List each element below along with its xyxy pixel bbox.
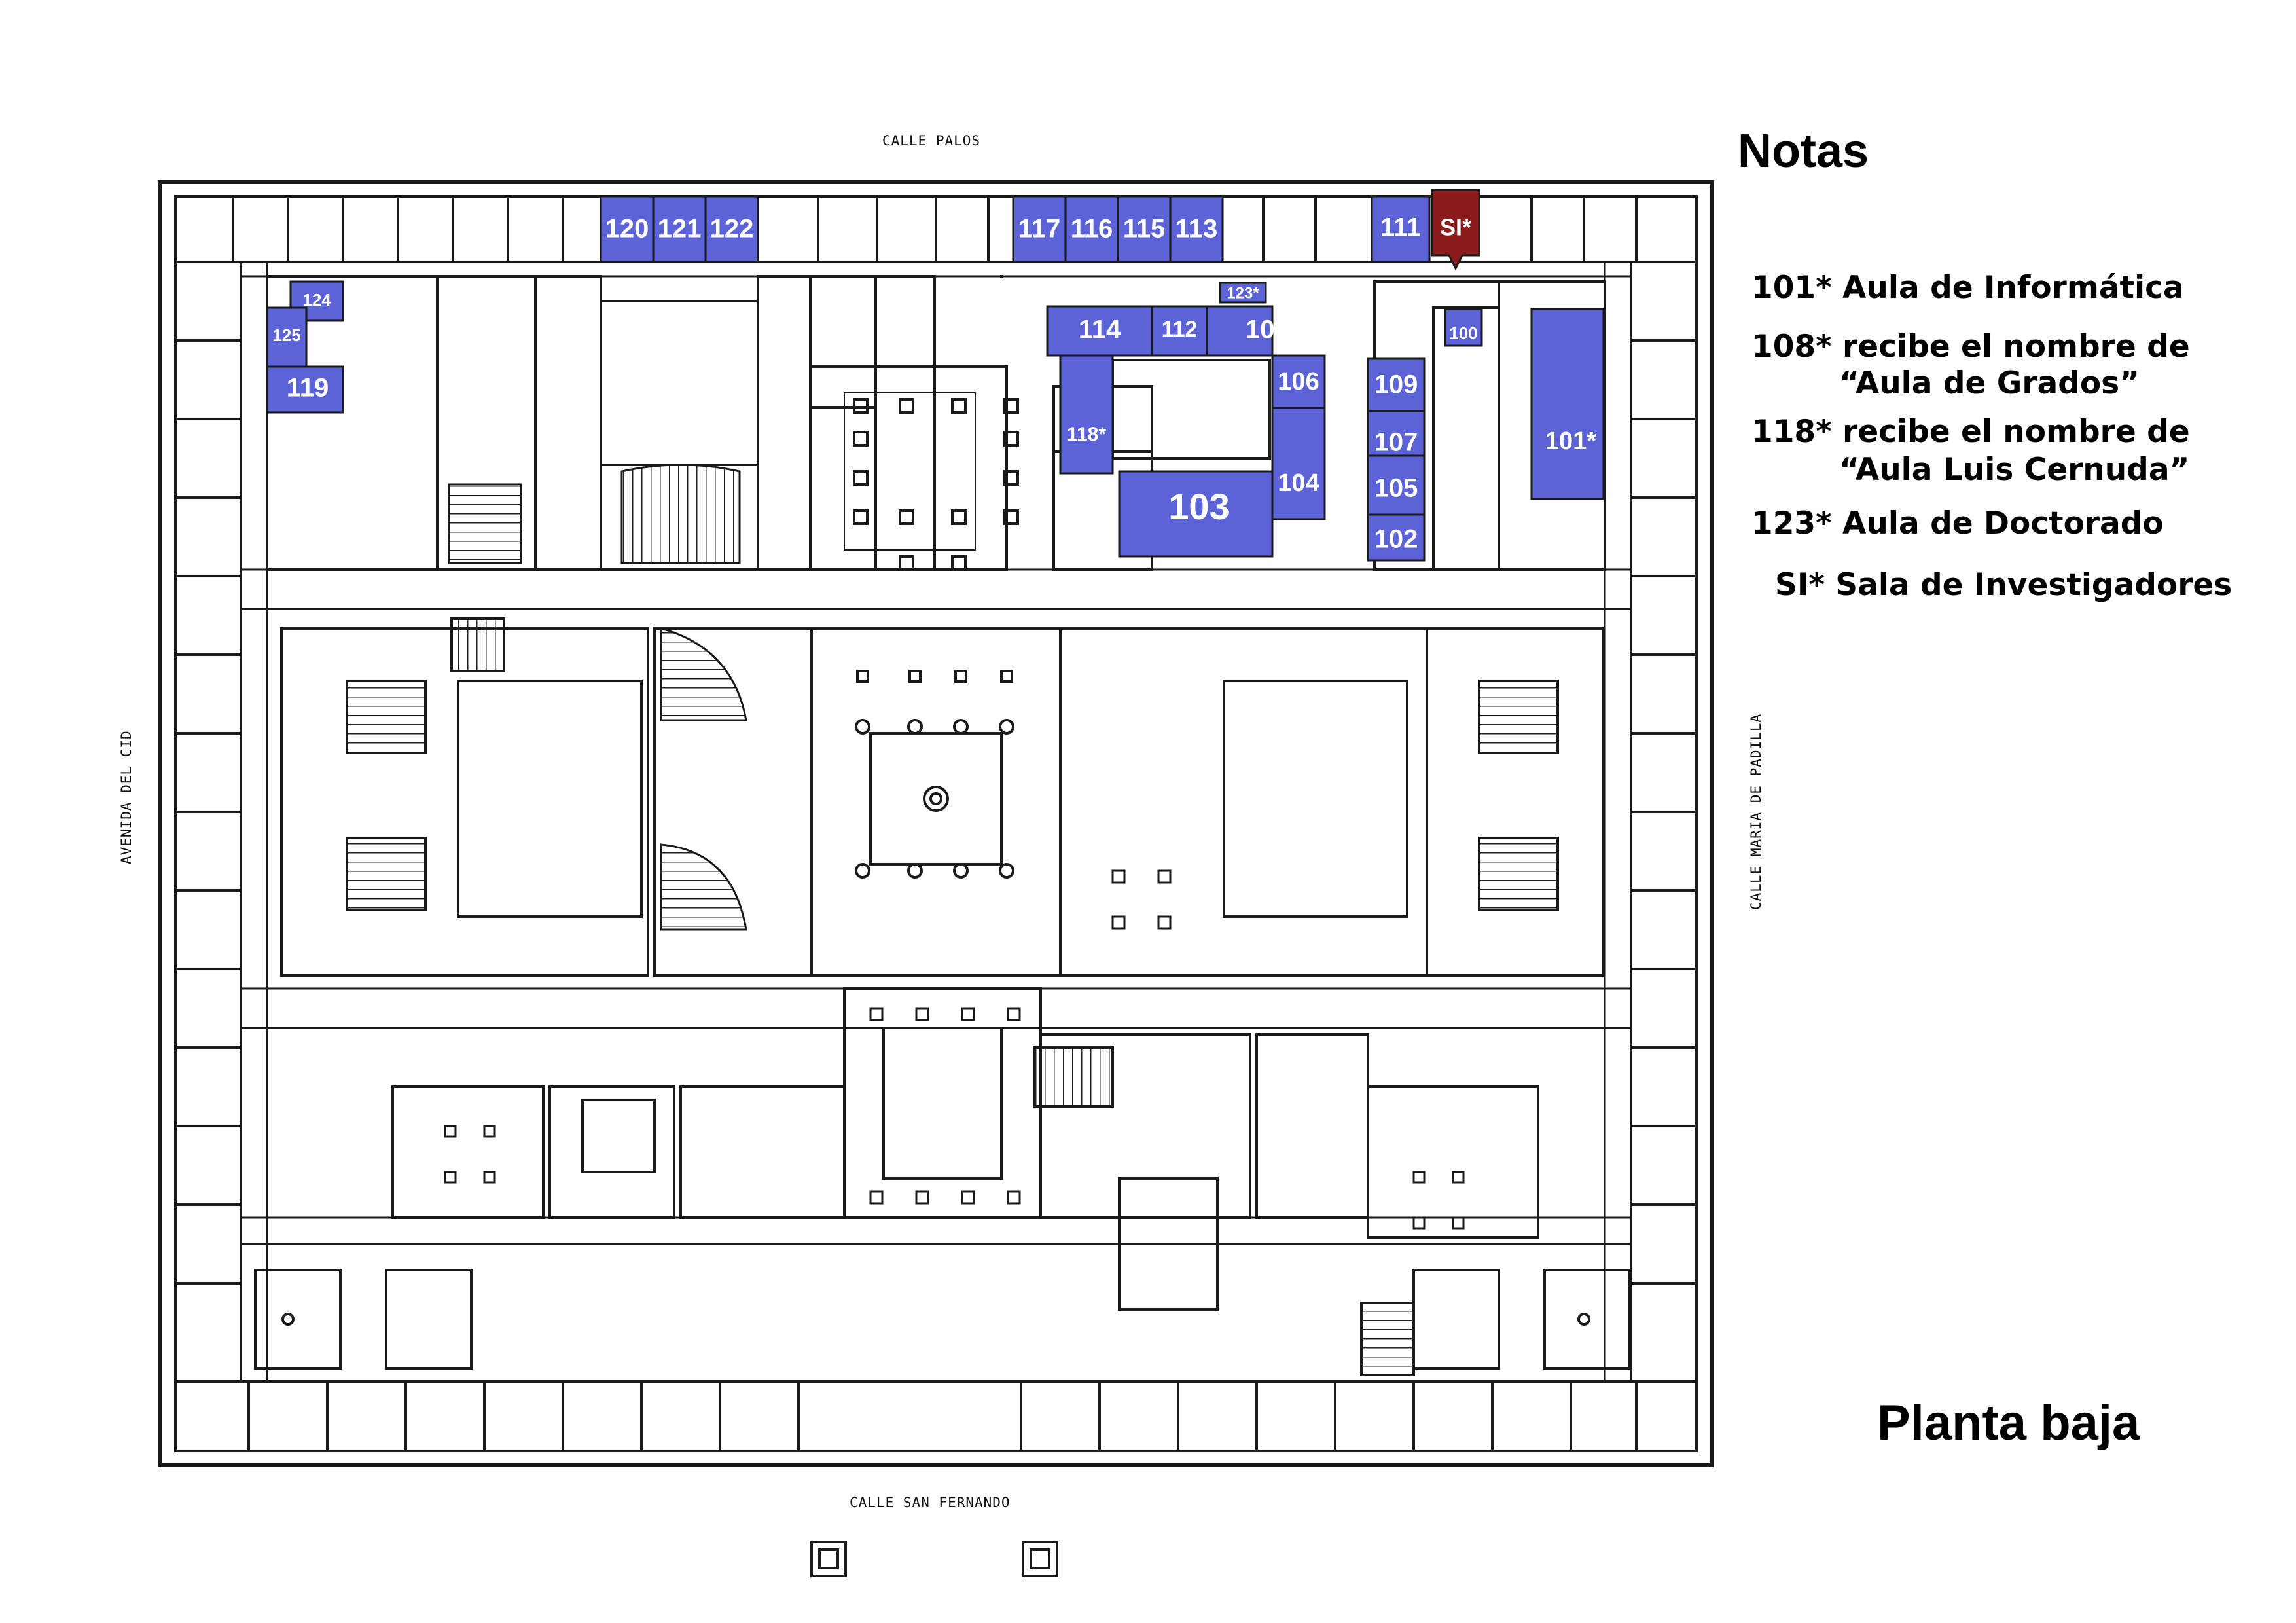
label-125: 125	[272, 325, 300, 345]
room-104[interactable]	[1271, 407, 1326, 520]
label-118: 118*	[1067, 424, 1106, 445]
note-108-line1: 108* recibe el nombre de	[1751, 329, 2190, 365]
room-119[interactable]	[266, 365, 344, 414]
label-114: 114	[1079, 316, 1121, 344]
east-courtyards	[1059, 627, 1605, 977]
label-121: 121	[658, 215, 702, 244]
room-107[interactable]	[1367, 410, 1426, 457]
label-113: 113	[1175, 215, 1218, 244]
note-108-line2: “Aula de Grados”	[1839, 365, 2140, 401]
south-wing	[391, 987, 1539, 1376]
street-north: CALLE PALOS	[882, 133, 980, 149]
west-courtyards	[280, 617, 813, 977]
room-105[interactable]	[1367, 454, 1426, 516]
room-109[interactable]	[1367, 357, 1426, 412]
label-124: 124	[302, 290, 331, 310]
notes-title: Notas	[1738, 125, 1869, 177]
label-105: 105	[1374, 474, 1418, 503]
note-si: SI* Sala de Investigadores	[1775, 567, 2233, 603]
room-106[interactable]	[1271, 354, 1326, 409]
street-south: CALLE SAN FERNANDO	[850, 1495, 1011, 1510]
label-103: 103	[1168, 486, 1229, 527]
central-courtyard	[810, 627, 1062, 977]
label-122: 122	[710, 215, 754, 244]
room-118[interactable]	[1059, 354, 1114, 475]
room-102[interactable]	[1367, 513, 1426, 562]
note-118-line2: “Aula Luis Cernuda”	[1839, 452, 2190, 488]
room-labels: 120 121 122 117 116 115 113 111 SI* 124 …	[272, 213, 1596, 554]
label-116: 116	[1071, 215, 1113, 244]
room-si[interactable]	[1431, 189, 1480, 271]
column-grid-center	[855, 670, 1014, 879]
label-106: 106	[1278, 368, 1319, 395]
label-109: 109	[1374, 371, 1418, 399]
room-108[interactable]	[1206, 305, 1274, 357]
label-104: 104	[1278, 469, 1319, 497]
label-107: 107	[1374, 428, 1418, 457]
label-101: 101*	[1545, 428, 1596, 455]
south-bays	[174, 1380, 1698, 1452]
room-123[interactable]	[1219, 282, 1267, 304]
room-111[interactable]	[1371, 195, 1431, 263]
label-108: 108*	[1246, 316, 1300, 344]
note-101: 101* Aula de Informática	[1751, 270, 2184, 306]
label-si: SI*	[1440, 214, 1471, 241]
label-115: 115	[1123, 215, 1166, 244]
south-entrances	[810, 1541, 1058, 1577]
room-103[interactable]	[1118, 470, 1274, 558]
classrooms	[266, 195, 1605, 562]
column-grid-south	[444, 1007, 1465, 1230]
label-120: 120	[605, 215, 649, 244]
room-113[interactable]	[1169, 195, 1224, 263]
label-112: 112	[1162, 317, 1198, 342]
street-west: AVENIDA DEL CID	[118, 730, 134, 864]
note-123: 123* Aula de Doctorado	[1751, 505, 2164, 541]
label-117: 117	[1018, 215, 1061, 244]
note-118-line1: 118* recibe el nombre de	[1751, 414, 2190, 450]
label-102: 102	[1374, 525, 1418, 554]
room-122[interactable]	[704, 195, 759, 263]
room-112[interactable]	[1151, 305, 1208, 357]
street-east: CALLE MARIA DE PADILLA	[1748, 714, 1764, 910]
north-cloister	[809, 365, 1008, 571]
room-100[interactable]	[1444, 308, 1483, 347]
south-cloisters	[254, 1269, 1631, 1370]
column-grid-north	[853, 398, 1019, 571]
room-101[interactable]	[1530, 308, 1605, 500]
label-123: 123*	[1227, 284, 1259, 302]
column-grid-east	[1111, 869, 1172, 930]
label-100: 100	[1449, 323, 1477, 343]
label-111: 111	[1380, 213, 1421, 242]
floor-title: Planta baja	[1877, 1395, 2140, 1451]
label-119: 119	[287, 374, 329, 403]
